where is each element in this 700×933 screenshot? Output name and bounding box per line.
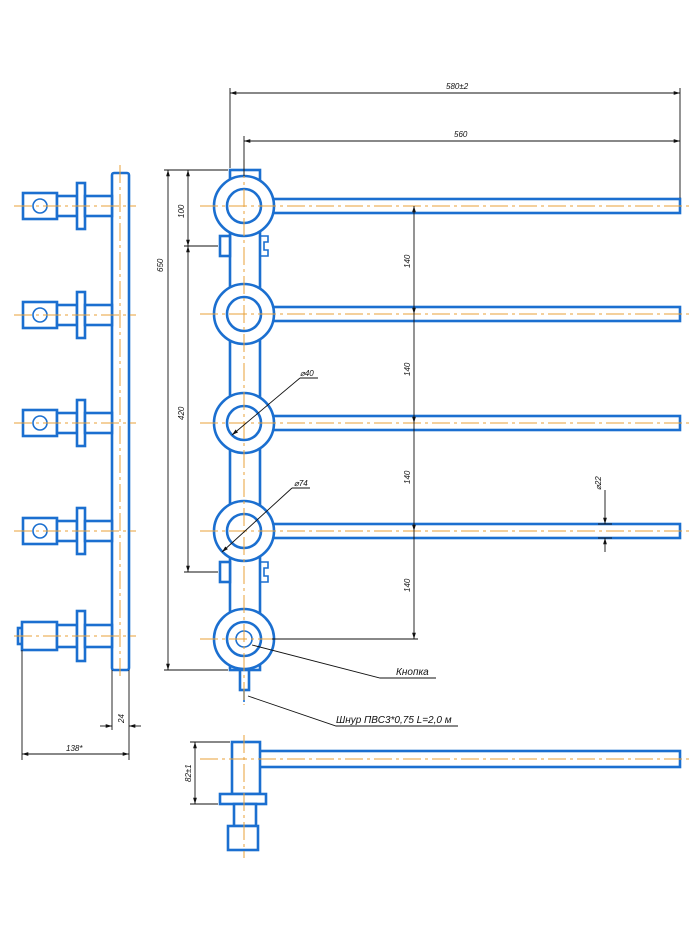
dim-mount-spacing: 420 xyxy=(177,406,186,420)
side-view: 138* 24 xyxy=(14,165,141,760)
dim-top-offset: 100 xyxy=(177,204,186,218)
dim-bar-length: 560 xyxy=(454,130,468,139)
label-button: Кнопка xyxy=(396,667,429,678)
dim-pitch-3: 140 xyxy=(403,470,412,484)
dim-plan-height: 82±1 xyxy=(184,764,193,782)
label-cord: Шнур ПВС3*0,75 L=2,0 м xyxy=(336,715,452,726)
top-hub xyxy=(230,740,262,796)
front-dimensions: 580±2 560 650 100 420 140 140 140 140 ⌀4… xyxy=(156,82,681,727)
dim-pitch-1: 140 xyxy=(403,254,412,268)
dim-hub-small: ⌀40 xyxy=(300,369,314,378)
top-view: 82±1 xyxy=(184,735,690,858)
dim-overall-height: 650 xyxy=(156,258,165,272)
dim-side-depth: 138* xyxy=(66,744,83,753)
dim-hub-large: ⌀74 xyxy=(294,479,308,488)
bracket-top xyxy=(218,234,269,258)
dim-pitch-2: 140 xyxy=(403,362,412,376)
top-flange xyxy=(218,792,268,806)
dim-plate-thickness: 24 xyxy=(117,714,126,724)
dim-overall-width: 580±2 xyxy=(446,82,469,91)
dim-pitch-4: 140 xyxy=(403,578,412,592)
top-cap xyxy=(226,824,260,852)
top-stem xyxy=(232,802,258,828)
dim-bar-dia: ⌀22 xyxy=(594,476,603,490)
front-view xyxy=(200,160,690,705)
bracket-bottom xyxy=(218,560,269,584)
